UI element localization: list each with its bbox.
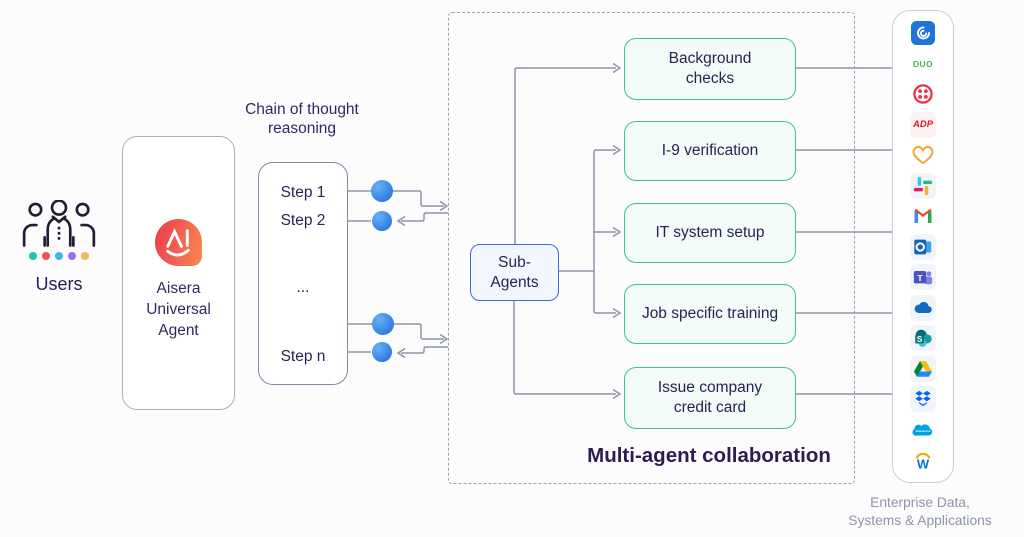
multi-agent-title: Multi-agent collaboration (587, 444, 831, 467)
reasoning-node-3 (372, 313, 394, 335)
multi-agent-container (448, 12, 855, 484)
task-i9-verification: I-9 verification (624, 121, 796, 181)
sub-agents-box: Sub- Agents (470, 244, 559, 301)
task-credit-card: Issue company credit card (624, 367, 796, 429)
dot-orange (81, 252, 89, 260)
wire-paths (346, 67, 893, 395)
aisera-logo-icon (155, 219, 202, 266)
svg-text:T: T (917, 273, 923, 283)
dot-red (42, 252, 50, 260)
task-background-checks: Background checks (624, 38, 796, 100)
arrowheads (396, 62, 622, 400)
outlook-icon (910, 233, 936, 260)
onedrive-icon (910, 294, 936, 321)
user-dots (29, 252, 89, 260)
aisera-agent-box: Aisera Universal Agent (122, 136, 235, 410)
agent-name: Aisera Universal Agent (146, 280, 211, 339)
svg-text:salesforce: salesforce (915, 429, 931, 433)
duo-icon: DUO (912, 58, 934, 69)
heart-icon (910, 142, 936, 168)
step-1-label: Step 1 (280, 184, 326, 201)
chain-of-thought-caption: Chain of thought reasoning (245, 101, 359, 138)
enterprise-caption: Enterprise Data, Systems & Applications (820, 494, 1020, 530)
workday-icon: W (910, 447, 936, 473)
task-it-system-setup: IT system setup (624, 203, 796, 263)
integrations-strip: DUO ADP T S sales (892, 10, 954, 483)
users-label: Users (35, 274, 83, 294)
google-drive-icon (910, 355, 936, 382)
spiral-arcs-icon (910, 20, 936, 46)
gmail-icon (910, 203, 936, 229)
dropbox-icon (910, 386, 936, 412)
sharepoint-icon: S (910, 325, 936, 351)
twilio-icon (910, 81, 936, 107)
reasoning-node-2 (372, 211, 392, 231)
salesforce-icon: salesforce (910, 417, 936, 443)
svg-text:W: W (917, 457, 930, 472)
slack-icon (910, 172, 936, 199)
reasoning-node-1 (371, 180, 393, 202)
dot-blue (55, 252, 63, 260)
steps-box: Step 1 Step 2 ... Step n (258, 162, 348, 385)
task-job-training: Job specific training (624, 284, 796, 344)
enterprise-caption-line1: Enterprise Data, (870, 495, 970, 510)
step-n-label: Step n (280, 348, 326, 365)
svg-text:S: S (917, 335, 923, 344)
step-2-label: Step 2 (280, 212, 326, 229)
users-icon (22, 200, 96, 247)
reasoning-node-4 (372, 342, 392, 362)
steps-ellipsis: ... (296, 279, 310, 296)
enterprise-caption-line2: Systems & Applications (848, 513, 992, 529)
dot-purple (68, 252, 76, 260)
dot-teal (29, 252, 37, 260)
teams-icon: T (910, 264, 936, 290)
adp-icon: ADP (910, 111, 936, 138)
